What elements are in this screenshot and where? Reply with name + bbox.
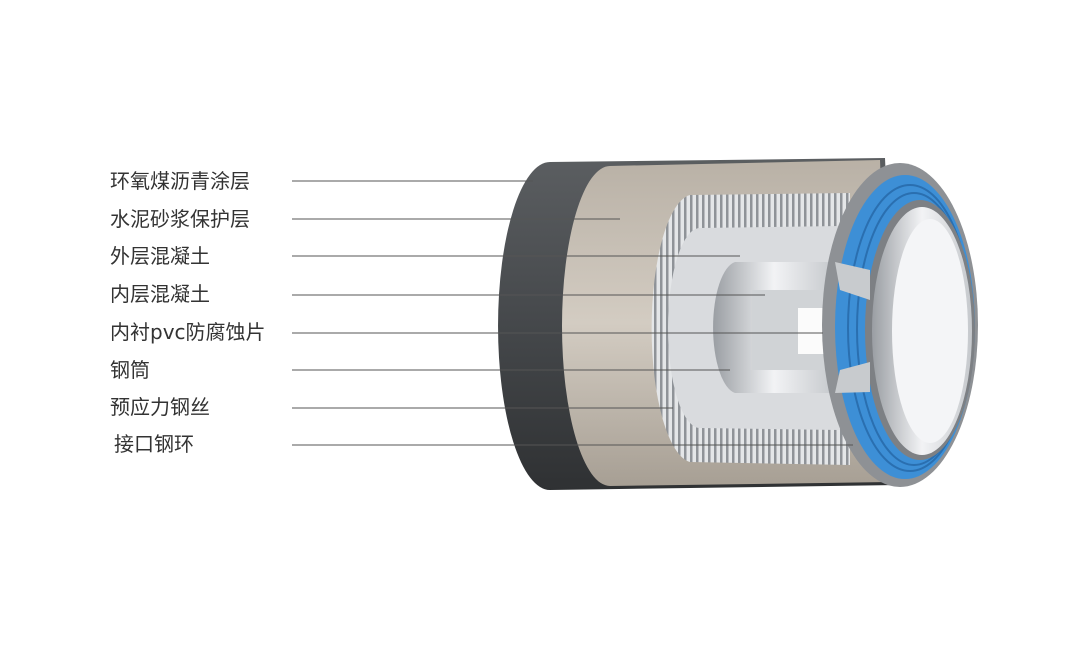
label-epoxy-coating: 环氧煤沥青涂层 [110,169,250,193]
label-joint-steel-ring: 接口钢环 [114,432,194,456]
label-steel-cylinder: 钢筒 [110,358,150,382]
label-cement-mortar: 水泥砂浆保护层 [110,207,250,231]
label-inner-concrete: 内层混凝土 [110,282,210,306]
label-pvc-lining: 内衬pvc防腐蚀片 [110,320,266,344]
label-outer-concrete: 外层混凝土 [110,244,210,268]
label-prestressed-wire: 预应力钢丝 [110,395,210,419]
leader-lines [292,180,853,446]
